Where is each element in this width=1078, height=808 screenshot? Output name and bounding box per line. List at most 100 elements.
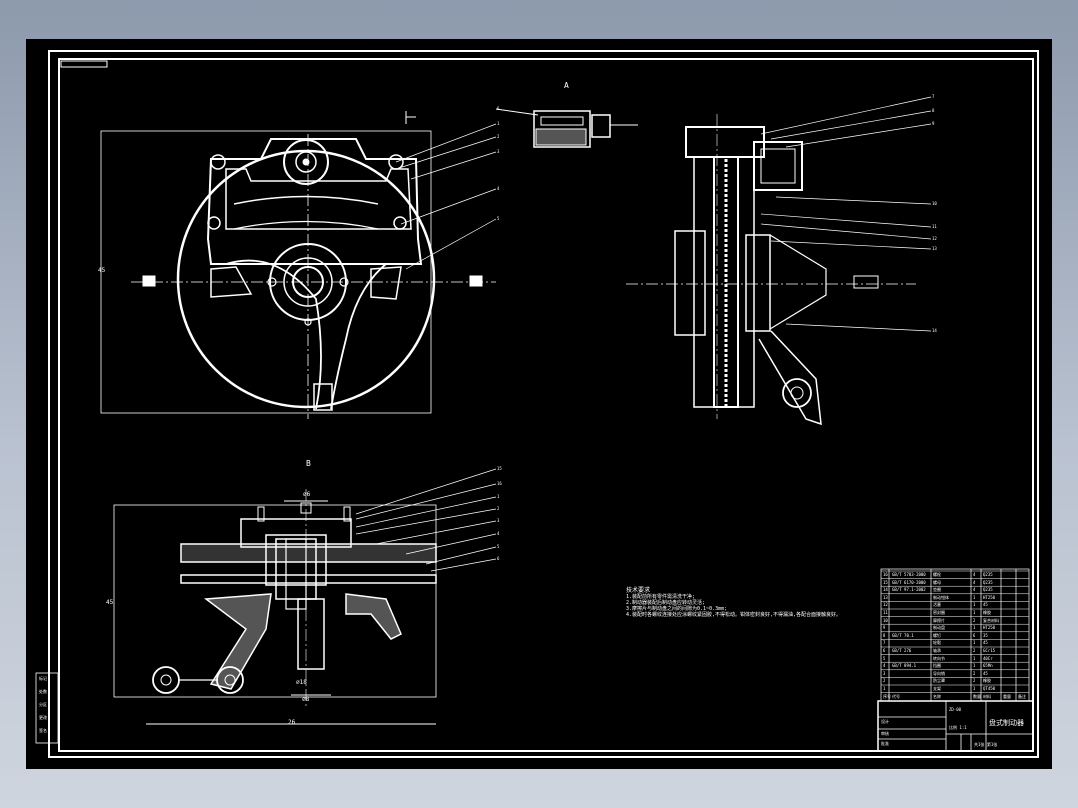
note-line: 4.装配时各螺纹连接处应涂螺纹紧固胶,不得松动。钳体密封良好,不得漏油,各配合面… xyxy=(626,612,842,618)
parts-cell-mat: 40Cr xyxy=(983,655,993,661)
parts-cell-name: 摩擦片 xyxy=(933,617,945,623)
parts-cell-no: 11 xyxy=(883,610,888,615)
parts-cell-qty: 1 xyxy=(973,602,976,608)
dimension-bottom: ⌀8 xyxy=(302,696,310,703)
view-label-a: A xyxy=(564,81,569,90)
parts-cell-name: 制动钳体 xyxy=(933,594,949,600)
parts-cell-mat: GCr15 xyxy=(983,648,996,653)
parts-cell-name: 挡圈 xyxy=(933,663,941,669)
part-callout: 7 xyxy=(932,94,935,99)
parts-cell-no: 13 xyxy=(883,594,888,600)
part-callout: 13 xyxy=(932,246,937,251)
part-callout: 8 xyxy=(932,108,935,113)
parts-cell-name: 螺栓 xyxy=(933,572,941,577)
technical-notes: 技术要求 1.装配前所有零件需清洗干净; 2.制动器装配后制动盘应转动灵活; 3… xyxy=(626,587,841,618)
part-callout: 5 xyxy=(497,544,500,549)
revision-strip-label: 标记 xyxy=(39,676,47,681)
parts-cell-qty: 2 xyxy=(973,670,976,676)
section-view xyxy=(113,489,437,725)
approver-label: 批准 xyxy=(881,741,889,746)
parts-cell-mat: 45 xyxy=(983,602,988,608)
part-callout: 2 xyxy=(497,134,500,139)
dimension-height: 45 xyxy=(106,599,114,606)
parts-cell-no: 16 xyxy=(883,572,888,577)
corner-label-box xyxy=(60,60,108,68)
parts-cell-code: GB/T 97.1-2002 xyxy=(892,587,926,593)
part-callout: 4 xyxy=(497,186,500,191)
parts-cell-qty: 2 xyxy=(973,648,976,653)
part-callout: 9 xyxy=(932,121,935,126)
parts-cell-qty: 1 xyxy=(973,610,976,615)
revision-strip-label: 处数 xyxy=(39,689,47,694)
part-callout: 12 xyxy=(932,236,937,241)
parts-cell-qty: 1 xyxy=(973,655,976,661)
parts-cell-code: GB/T 894.1 xyxy=(892,663,917,669)
parts-cell-qty: 1 xyxy=(973,640,976,646)
parts-cell-name: 密封圈 xyxy=(933,610,945,615)
drawing-code: ZD-00 xyxy=(949,707,962,712)
parts-header-name: 名称 xyxy=(933,693,941,699)
designer-label: 设计 xyxy=(881,719,889,724)
part-callout: 16 xyxy=(497,481,502,486)
title-block xyxy=(877,700,1034,752)
parts-cell-no: 2 xyxy=(883,678,886,684)
parts-header-weight: 重量 xyxy=(1003,693,1011,699)
parts-cell-no: 15 xyxy=(883,579,888,585)
parts-cell-qty: 1 xyxy=(973,625,976,631)
parts-cell-mat: HT250 xyxy=(983,594,996,600)
parts-cell-no: 8 xyxy=(883,632,886,638)
parts-header-mat: 材料 xyxy=(983,693,991,699)
parts-cell-name: 防尘罩 xyxy=(933,678,945,684)
revision-strip-label: 分区 xyxy=(39,702,47,707)
inner-border xyxy=(58,58,1034,752)
parts-cell-qty: 6 xyxy=(973,632,976,638)
parts-cell-qty: 4 xyxy=(973,587,976,593)
drawing-title: 盘式制动器 xyxy=(989,719,1024,727)
parts-header-note: 备注 xyxy=(1018,693,1026,699)
parts-cell-name: 轮毂 xyxy=(933,640,941,646)
parts-cell-mat: Q235 xyxy=(983,587,993,593)
parts-header-no: 序号 xyxy=(883,693,891,699)
part-callout: 5 xyxy=(497,216,500,221)
side-view xyxy=(626,114,916,426)
parts-cell-code: GB/T 6170-2000 xyxy=(892,579,926,585)
cad-drawing xyxy=(35,50,1039,758)
sheet-label: 共1张 第1张 xyxy=(974,742,998,747)
parts-cell-mat: 橡胶 xyxy=(983,678,991,684)
parts-cell-no: 1 xyxy=(883,686,886,691)
part-callout: 3 xyxy=(497,149,500,154)
parts-cell-no: 9 xyxy=(883,625,886,631)
parts-cell-no: 10 xyxy=(883,617,888,623)
dimension-top: ⌀6 xyxy=(303,491,311,498)
dimension-mid: ⌀18 xyxy=(296,679,307,686)
parts-cell-mat: 35 xyxy=(983,632,988,638)
parts-cell-qty: 1 xyxy=(973,594,976,600)
parts-cell-no: 4 xyxy=(883,663,886,669)
note-line: 3.摩擦片与制动盘之间的间隙为0.1~0.3mm; xyxy=(626,606,728,612)
parts-cell-mat: QT450 xyxy=(983,686,996,691)
parts-cell-no: 7 xyxy=(883,640,886,646)
part-callout: 14 xyxy=(932,328,937,333)
parts-cell-name: 活塞 xyxy=(933,602,941,608)
parts-cell-mat: Q235 xyxy=(983,572,993,577)
parts-cell-name: 制动盘 xyxy=(933,625,945,631)
parts-cell-name: 支架 xyxy=(933,686,941,691)
part-callout: 4 xyxy=(497,531,500,536)
scale-label: 比例 1:1 xyxy=(949,725,967,730)
parts-cell-qty: 2 xyxy=(973,617,976,623)
part-callout: 1 xyxy=(497,121,500,126)
parts-cell-qty: 4 xyxy=(973,579,976,585)
parts-header-qty: 数量 xyxy=(973,693,981,699)
parts-cell-no: 3 xyxy=(883,670,886,676)
part-callout: 15 xyxy=(497,466,502,471)
parts-cell-name: 转向节 xyxy=(933,655,945,661)
parts-cell-mat: Q235 xyxy=(983,579,993,585)
part-callout: 3 xyxy=(497,518,500,523)
view-label-b: B xyxy=(306,459,311,468)
parts-header-code: 代号 xyxy=(892,693,900,699)
note-line: 2.制动器装配后制动盘应转动灵活; xyxy=(626,600,706,606)
parts-cell-no: 14 xyxy=(883,587,888,593)
parts-cell-name: 螺母 xyxy=(933,579,941,585)
parts-cell-qty: 1 xyxy=(973,663,976,669)
parts-cell-mat: 45 xyxy=(983,670,988,676)
